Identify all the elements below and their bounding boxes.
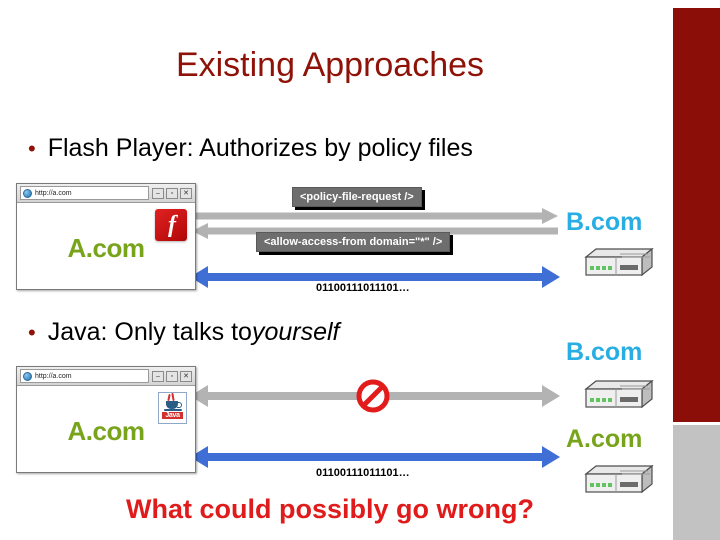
globe-icon: [23, 188, 32, 198]
java-icon-label: Java: [162, 412, 183, 419]
host-label-b-flash: B.com: [566, 208, 643, 236]
coffee-cup-icon: [163, 392, 182, 411]
bullet-text-flash: Flash Player: Authorizes by policy files: [47, 134, 473, 162]
maximize-icon[interactable]: ▫: [166, 187, 178, 199]
minimize-icon[interactable]: –: [152, 370, 164, 382]
message-label-data-bits-flash: 01100111011101…: [316, 282, 410, 294]
flash-arrows-group: [190, 208, 560, 288]
message-label-data-bits-java: 01100111011101…: [316, 467, 410, 479]
cup-saucer: [163, 409, 182, 411]
server-icon: [584, 247, 654, 277]
bullet-text-java: Java: Only talks to: [47, 318, 252, 346]
closing-question: What could possibly go wrong?: [126, 494, 534, 524]
arrow-policy-response: [192, 223, 558, 239]
browser-viewport: Java A.com: [17, 386, 195, 471]
browser-titlebar: http://a.com – ▫ ✕: [17, 184, 195, 203]
message-label-allow-access-from: <allow-access-from domain="*" />: [256, 232, 451, 252]
cup-handle: [176, 402, 182, 408]
bullet-item-java: • Java: Only talks to yourself: [28, 318, 340, 347]
close-icon[interactable]: ✕: [180, 187, 192, 199]
address-bar[interactable]: http://a.com: [20, 369, 149, 383]
server-icon: [584, 379, 654, 409]
cup-body: [165, 401, 178, 409]
arrow-same-origin-channel: [190, 446, 560, 468]
host-label-b-java: B.com: [566, 338, 643, 366]
address-bar-url: http://a.com: [35, 372, 72, 380]
page-title: Existing Approaches: [175, 46, 485, 84]
browser-window-java[interactable]: http://a.com – ▫ ✕ Java A.com: [16, 366, 196, 473]
message-label-policy-file-request: <policy-file-request />: [292, 187, 422, 207]
bullet-text-java-emphasis: yourself: [251, 318, 340, 346]
bullet-marker: •: [28, 136, 36, 161]
address-bar-url: http://a.com: [35, 189, 72, 197]
close-icon[interactable]: ✕: [180, 370, 192, 382]
sidebar-gray-bar: [673, 425, 720, 540]
arrow-data-channel: [190, 266, 560, 288]
maximize-icon[interactable]: ▫: [166, 370, 178, 382]
server-icon: [584, 464, 654, 494]
window-controls: – ▫ ✕: [152, 187, 192, 199]
bullet-marker: •: [28, 320, 36, 345]
site-label-a: A.com: [67, 416, 145, 446]
steam-icon: [170, 392, 175, 402]
globe-icon: [23, 371, 32, 381]
browser-window-flash[interactable]: http://a.com – ▫ ✕ f A.com: [16, 183, 196, 290]
java-icon: Java: [158, 392, 187, 424]
browser-viewport: f A.com: [17, 203, 195, 288]
flash-icon: f: [155, 209, 187, 241]
address-bar[interactable]: http://a.com: [20, 186, 149, 200]
flash-icon-glyph: f: [168, 211, 176, 238]
host-label-a-java: A.com: [566, 425, 643, 453]
arrow-policy-request: [192, 208, 558, 224]
no-entry-icon: [356, 379, 390, 413]
bullet-item-flash: • Flash Player: Authorizes by policy fil…: [28, 134, 473, 163]
site-label-a: A.com: [67, 233, 145, 263]
window-controls: – ▫ ✕: [152, 370, 192, 382]
minimize-icon[interactable]: –: [152, 187, 164, 199]
sidebar-red-bar: [673, 8, 720, 422]
browser-titlebar: http://a.com – ▫ ✕: [17, 367, 195, 386]
